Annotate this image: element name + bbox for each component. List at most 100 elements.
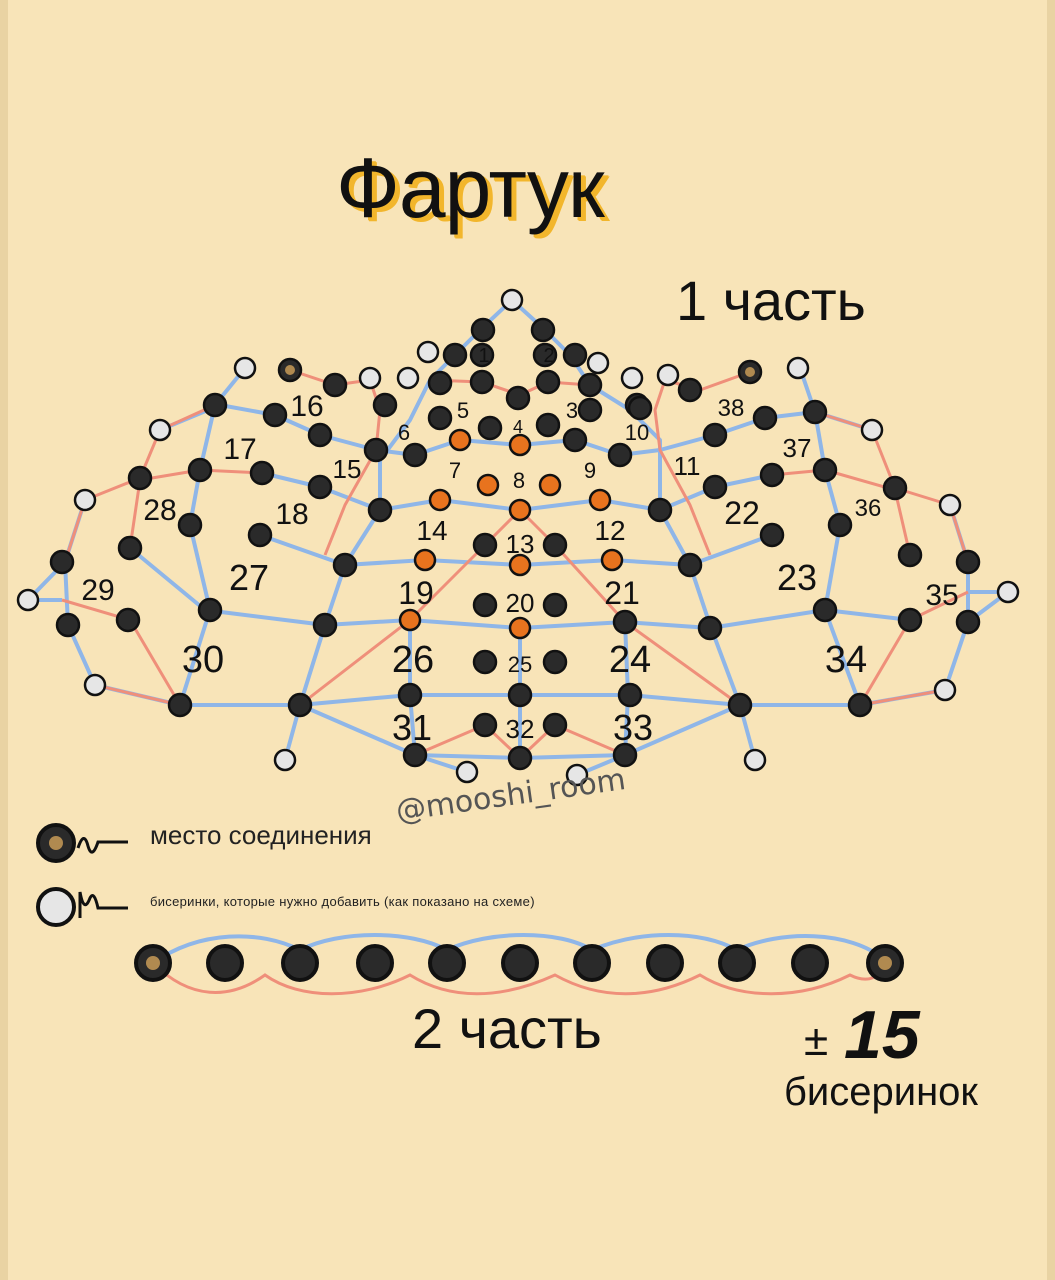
bead-dark (647, 497, 673, 523)
bead-dark (505, 385, 531, 411)
bead-dark (812, 457, 838, 483)
cell-number-7: 7 (449, 458, 461, 483)
chain-bead (573, 944, 611, 982)
bead-dark (472, 649, 498, 675)
cell-number-5: 5 (457, 398, 469, 423)
bead-white (656, 363, 680, 387)
bead-orange (508, 553, 532, 577)
bead-orange (413, 548, 437, 572)
bead-dark (262, 402, 288, 428)
chain-bead (718, 944, 756, 982)
bead-dark (470, 317, 496, 343)
bead-dark (247, 522, 273, 548)
cell-number-3: 3 (566, 398, 578, 423)
cell-number-24: 24 (609, 639, 651, 681)
cell-number-38: 38 (718, 395, 745, 422)
bead-dark (363, 437, 389, 463)
cell-number-16: 16 (290, 390, 323, 423)
bead-dark (367, 497, 393, 523)
bead-dark (752, 405, 778, 431)
bead-dark (847, 692, 873, 718)
bead-dark (477, 415, 503, 441)
bead-dark (332, 552, 358, 578)
cell-number-27: 27 (229, 557, 269, 598)
bead-dark (307, 422, 333, 448)
chain-join-bead-core (878, 956, 892, 970)
bead-orange (508, 616, 532, 640)
legend-icons (36, 823, 128, 927)
bead-white (565, 763, 589, 787)
chain-bead (281, 944, 319, 982)
bead-dark (812, 597, 838, 623)
bead-dark (897, 607, 923, 633)
bead-dark (542, 649, 568, 675)
cell-number-11: 11 (674, 451, 701, 481)
bead-dark (322, 372, 348, 398)
cell-number-12: 12 (594, 515, 625, 546)
bead-white (743, 748, 767, 772)
legend-join-text: место соединения (150, 820, 372, 850)
bead-dark (187, 457, 213, 483)
cell-number-6: 6 (398, 420, 410, 445)
bead-dark (197, 597, 223, 623)
bead-white (16, 588, 40, 612)
bead-white (73, 488, 97, 512)
bead-dark (532, 342, 558, 368)
bead-dark (535, 412, 561, 438)
bead-dark (562, 342, 588, 368)
bead-dark (402, 442, 428, 468)
bead-white (148, 418, 172, 442)
legend-thread-icon (76, 837, 128, 854)
bead-dark (530, 317, 556, 343)
cell-number-30: 30 (182, 639, 224, 681)
bead-orange (600, 548, 624, 572)
bead-dark (827, 512, 853, 538)
thread-red (771, 468, 912, 556)
legend-thread-icon (78, 891, 128, 918)
bead-dark (542, 712, 568, 738)
bead-dark (469, 342, 495, 368)
chain-bead (501, 944, 539, 982)
bead-dark (287, 692, 313, 718)
bead-dark (507, 745, 533, 771)
bead-white (416, 340, 440, 364)
bead-white (455, 760, 479, 784)
bead-count-prefix: ± (804, 1016, 829, 1065)
cell-number-2: 2 (543, 345, 554, 367)
bead-white (933, 678, 957, 702)
bead-dark (612, 742, 638, 768)
chain-bead (646, 944, 684, 982)
bead-dark (542, 592, 568, 618)
bead-dark (202, 392, 228, 418)
bead-dark (727, 692, 753, 718)
left-border (0, 0, 8, 1280)
bead-dark (617, 682, 643, 708)
bead-dark (127, 465, 153, 491)
part-2-chain (134, 933, 904, 996)
chain-thread-blue (151, 933, 887, 965)
bead-count-value: 15 (844, 997, 920, 1073)
bead-white (620, 366, 644, 390)
bead-dark (472, 532, 498, 558)
right-border (1047, 0, 1055, 1280)
bead-dark (802, 399, 828, 425)
cell-number-37: 37 (783, 433, 812, 463)
bead-dark (49, 549, 75, 575)
bead-white (273, 748, 297, 772)
bead-orange (588, 488, 612, 512)
bead-dark (542, 532, 568, 558)
bead-dark (177, 512, 203, 538)
bead-orange (476, 473, 500, 497)
bead-dark (759, 522, 785, 548)
bead-orange (398, 608, 422, 632)
bead-dark (882, 475, 908, 501)
bead-dark (115, 607, 141, 633)
bead-white (396, 366, 420, 390)
cell-number-4: 4 (513, 417, 523, 437)
cell-number-9: 9 (584, 458, 596, 483)
bead-dark (472, 712, 498, 738)
page-title: Фартук (336, 141, 605, 235)
